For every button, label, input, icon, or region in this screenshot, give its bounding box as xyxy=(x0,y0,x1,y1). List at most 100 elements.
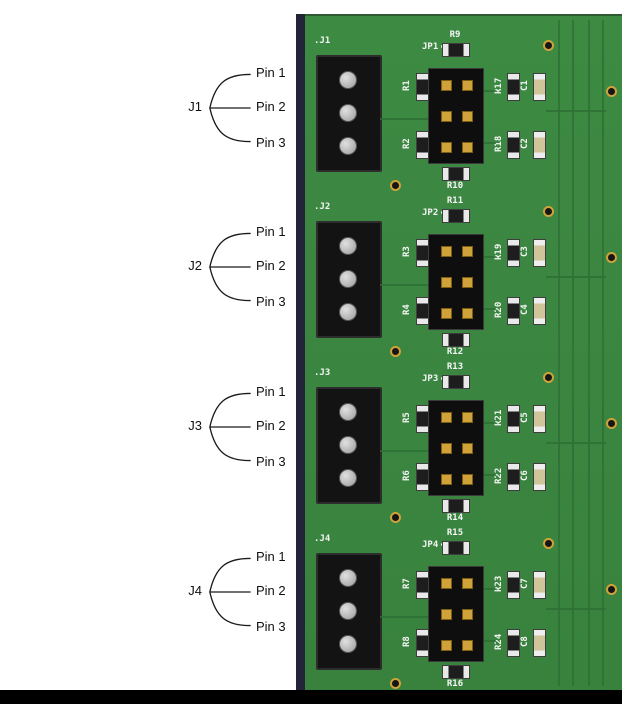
pin-label: Pin 2 xyxy=(256,583,286,598)
header-pin xyxy=(462,640,473,651)
brace-icon xyxy=(209,392,251,462)
smd-resistor xyxy=(442,333,470,347)
silkscreen-resistor-label: R6 xyxy=(402,470,412,482)
silkscreen-jumper-label: JP1 xyxy=(422,42,444,53)
connector-pin-1 xyxy=(339,71,357,89)
via xyxy=(390,512,401,523)
silkscreen-resistor-label: R5 xyxy=(402,412,412,424)
header-pin xyxy=(462,609,473,620)
header-pin xyxy=(441,246,452,257)
silkscreen-resistor-label: R16 xyxy=(446,679,464,689)
silkscreen-resistor-label: R7 xyxy=(402,578,412,590)
silkscreen-resistor-label: R12 xyxy=(446,347,464,357)
pin-label: Pin 2 xyxy=(256,258,286,273)
copper-trace xyxy=(558,20,560,686)
pin-label: Pin 3 xyxy=(256,294,286,309)
smd-resistor xyxy=(507,73,520,101)
brace-icon xyxy=(209,557,251,627)
smd-resistor xyxy=(442,375,470,389)
header-pin xyxy=(441,474,452,485)
copper-trace xyxy=(484,142,496,144)
header-pin xyxy=(462,474,473,485)
silkscreen-connector-label: .J3 xyxy=(314,368,331,378)
via xyxy=(543,538,554,549)
silkscreen-capacitor-label: C7 xyxy=(520,578,530,590)
pcb-section-j4: .J4 JP4 R15 R16 R7 R8 R23 xyxy=(296,528,622,694)
smd-resistor xyxy=(507,239,520,267)
silkscreen-connector-label: .J4 xyxy=(314,534,331,544)
pin-label: Pin 3 xyxy=(256,135,286,150)
silkscreen-capacitor-label: C6 xyxy=(520,470,530,482)
via xyxy=(390,180,401,191)
pin-label: Pin 1 xyxy=(256,549,286,564)
pin-label: Pin 1 xyxy=(256,384,286,399)
via xyxy=(606,418,617,429)
terminal-block-j1 xyxy=(316,55,382,172)
connector-pin-2 xyxy=(339,270,357,288)
via xyxy=(543,40,554,51)
silkscreen-resistor-label: R8 xyxy=(402,636,412,648)
via xyxy=(606,252,617,263)
connector-group-label: J4 xyxy=(188,583,202,598)
connector-group-label: J1 xyxy=(188,99,202,114)
copper-trace xyxy=(380,450,428,452)
connector-group-label: J3 xyxy=(188,418,202,433)
silkscreen-jumper-label: JP4 xyxy=(422,540,444,551)
silkscreen-capacitor-label: C8 xyxy=(520,636,530,648)
copper-trace xyxy=(484,588,496,590)
header-pin xyxy=(462,111,473,122)
pin-label: Pin 1 xyxy=(256,65,286,80)
smd-resistor xyxy=(416,571,429,599)
silkscreen-resistor-label: R4 xyxy=(402,304,412,316)
via xyxy=(543,206,554,217)
pin-label-list: Pin 1 Pin 2 Pin 3 xyxy=(256,547,298,639)
via xyxy=(606,584,617,595)
board-edge xyxy=(296,14,305,690)
smd-resistor xyxy=(416,73,429,101)
silkscreen-resistor-label: R23 xyxy=(494,575,504,593)
header-pin xyxy=(462,246,473,257)
copper-trace xyxy=(572,20,574,686)
silkscreen-resistor-label: R17 xyxy=(494,77,504,95)
header-pin xyxy=(441,609,452,620)
callout-group-j2: J2 Pin 1 Pin 2 Pin 3 xyxy=(168,222,298,314)
jumper-header-jp1 xyxy=(428,68,484,164)
header-pin xyxy=(462,412,473,423)
copper-trace xyxy=(546,276,606,278)
terminal-block-j2 xyxy=(316,221,382,338)
smd-resistor xyxy=(507,629,520,657)
pin-label: Pin 1 xyxy=(256,224,286,239)
pin-label: Pin 3 xyxy=(256,454,286,469)
connector-group-label: J2 xyxy=(188,258,202,273)
smd-resistor xyxy=(507,405,520,433)
copper-trace xyxy=(380,616,428,618)
smd-resistor xyxy=(416,463,429,491)
brace-icon xyxy=(209,232,251,302)
header-pin xyxy=(441,277,452,288)
connector-pin-1 xyxy=(339,569,357,587)
silkscreen-resistor-label: R22 xyxy=(494,467,504,485)
pcb-section-j1: .J1 JP1 R9 R10 R1 R2 R17 xyxy=(296,30,622,196)
via xyxy=(606,86,617,97)
smd-resistor xyxy=(416,629,429,657)
smd-resistor xyxy=(416,297,429,325)
connector-pin-2 xyxy=(339,436,357,454)
copper-trace xyxy=(484,90,496,92)
header-pin xyxy=(441,443,452,454)
copper-trace xyxy=(546,608,606,610)
smd-capacitor xyxy=(533,629,546,657)
pcb-section-j2: .J2 JP2 R11 R12 R3 R4 R19 xyxy=(296,196,622,362)
copper-trace xyxy=(484,256,496,258)
pin-label: Pin 2 xyxy=(256,99,286,114)
header-pin xyxy=(441,142,452,153)
silkscreen-jumper-label: JP2 xyxy=(422,208,444,219)
silkscreen-resistor-label: R11 xyxy=(446,196,464,206)
smd-capacitor xyxy=(533,571,546,599)
terminal-block-j3 xyxy=(316,387,382,504)
connector-pin-3 xyxy=(339,635,357,653)
bottom-black-bar xyxy=(0,690,622,704)
connector-pin-2 xyxy=(339,602,357,620)
jumper-header-jp2 xyxy=(428,234,484,330)
jumper-header-jp3 xyxy=(428,400,484,496)
header-pin xyxy=(462,578,473,589)
